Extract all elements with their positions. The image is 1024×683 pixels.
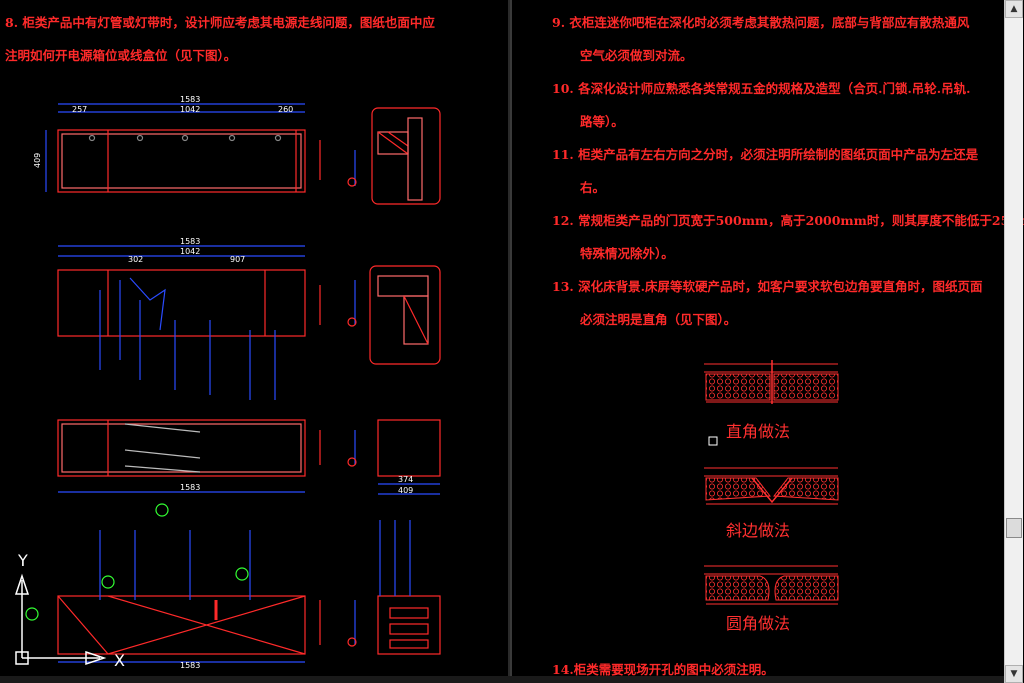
left-drawing-panel[interactable]: 8. 柜类产品中有灯管或灯带时，设计师应考虑其电源走线问题，图纸也面中应 注明如… <box>0 0 510 683</box>
note-9-line1: 9. 衣柜连迷你吧柜在深化时必须考虑其散热问题，底部与背部应有散热通风 <box>552 15 970 30</box>
upholstery-details: 直角做法 斜边做法 圆角做法 <box>704 360 839 633</box>
scroll-up-arrow-icon[interactable]: ▲ <box>1005 0 1023 18</box>
scroll-thumb[interactable] <box>1006 518 1022 538</box>
caption-bevel: 斜边做法 <box>726 521 790 540</box>
y-axis-label: Y <box>17 551 28 570</box>
dim-1042-a: 1042 <box>180 105 200 114</box>
dim-374: 374 <box>398 475 413 484</box>
cabinet-side-view-2 <box>347 265 441 365</box>
note-12-line2: 特殊情况除外）。 <box>580 246 674 261</box>
dim-1583-d: 1583 <box>180 661 200 670</box>
bottom-status-strip <box>0 676 1004 683</box>
x-axis-label: X <box>114 651 125 670</box>
dim-257-a: 257 <box>72 105 87 114</box>
note-12-line1: 12. 常规柜类产品的门页宽于500mm，高于2000mm时，则其厚度不能低于2… <box>552 213 1024 228</box>
note-13-line2: 必须注明是直角（见下图）。 <box>580 312 737 327</box>
note-10-line2: 路等）。 <box>580 114 624 129</box>
ucs-axis-icon <box>14 573 107 666</box>
note-13-line1: 13. 深化床背景.床屏等软硬产品时，如客户要求软包边角要直角时，图纸页面 <box>552 279 983 294</box>
cabinet-side-view-4 <box>347 520 441 655</box>
scroll-down-arrow-icon[interactable]: ▼ <box>1005 665 1023 683</box>
note-11-line2: 右。 <box>580 180 606 195</box>
vertical-scrollbar[interactable]: ▲ ▼ <box>1004 0 1023 683</box>
dim-260-a: 260 <box>278 105 293 114</box>
note-9-line2: 空气必须做到对流。 <box>580 48 693 63</box>
note-8-line2: 注明如何开电源箱位或线盒位（见下图）。 <box>5 48 237 63</box>
detail-round <box>704 565 839 605</box>
cabinet-plan-view <box>57 419 321 493</box>
caption-round: 圆角做法 <box>726 614 790 633</box>
cabinet-side-view-3 <box>347 419 441 495</box>
viewport-divider <box>510 0 512 683</box>
dim-1583-a: 1583 <box>180 95 200 104</box>
cabinet-elevation-1 <box>45 103 321 193</box>
note-11-line1: 11. 柜类产品有左右方向之分时，必须注明所绘制的图纸页面中产品为左还是 <box>552 147 979 162</box>
cabinet-front-view <box>25 503 321 663</box>
caption-right-angle: 直角做法 <box>726 422 790 441</box>
cabinet-drawings[interactable]: 1583 1042 257 260 409 <box>0 0 508 683</box>
dim-409-b: 409 <box>398 486 413 495</box>
cursor-square-icon <box>708 436 718 446</box>
dim-907: 907 <box>230 255 245 264</box>
detail-bevel <box>704 467 839 505</box>
note-14: 14.柜类需要现场开孔的图中必须注明。 <box>552 662 774 677</box>
dim-1042-b: 1042 <box>180 247 200 256</box>
cabinet-side-view-1 <box>347 107 441 205</box>
right-notes-panel[interactable]: 9. 衣柜连迷你吧柜在深化时必须考虑其散热问题，底部与背部应有散热通风 空气必须… <box>516 0 1024 683</box>
dim-1583-c: 1583 <box>180 483 200 492</box>
cabinet-elevation-2 <box>57 245 321 400</box>
dim-409-a: 409 <box>33 153 42 168</box>
dim-1583-b: 1583 <box>180 237 200 246</box>
dim-302: 302 <box>128 255 143 264</box>
note-8-line1: 8. 柜类产品中有灯管或灯带时，设计师应考虑其电源走线问题，图纸也面中应 <box>5 15 435 30</box>
note-10-line1: 10. 各深化设计师应熟悉各类常规五金的规格及造型（合页.门锁.吊轮.吊轨. <box>552 81 971 96</box>
detail-right-angle <box>704 360 839 404</box>
